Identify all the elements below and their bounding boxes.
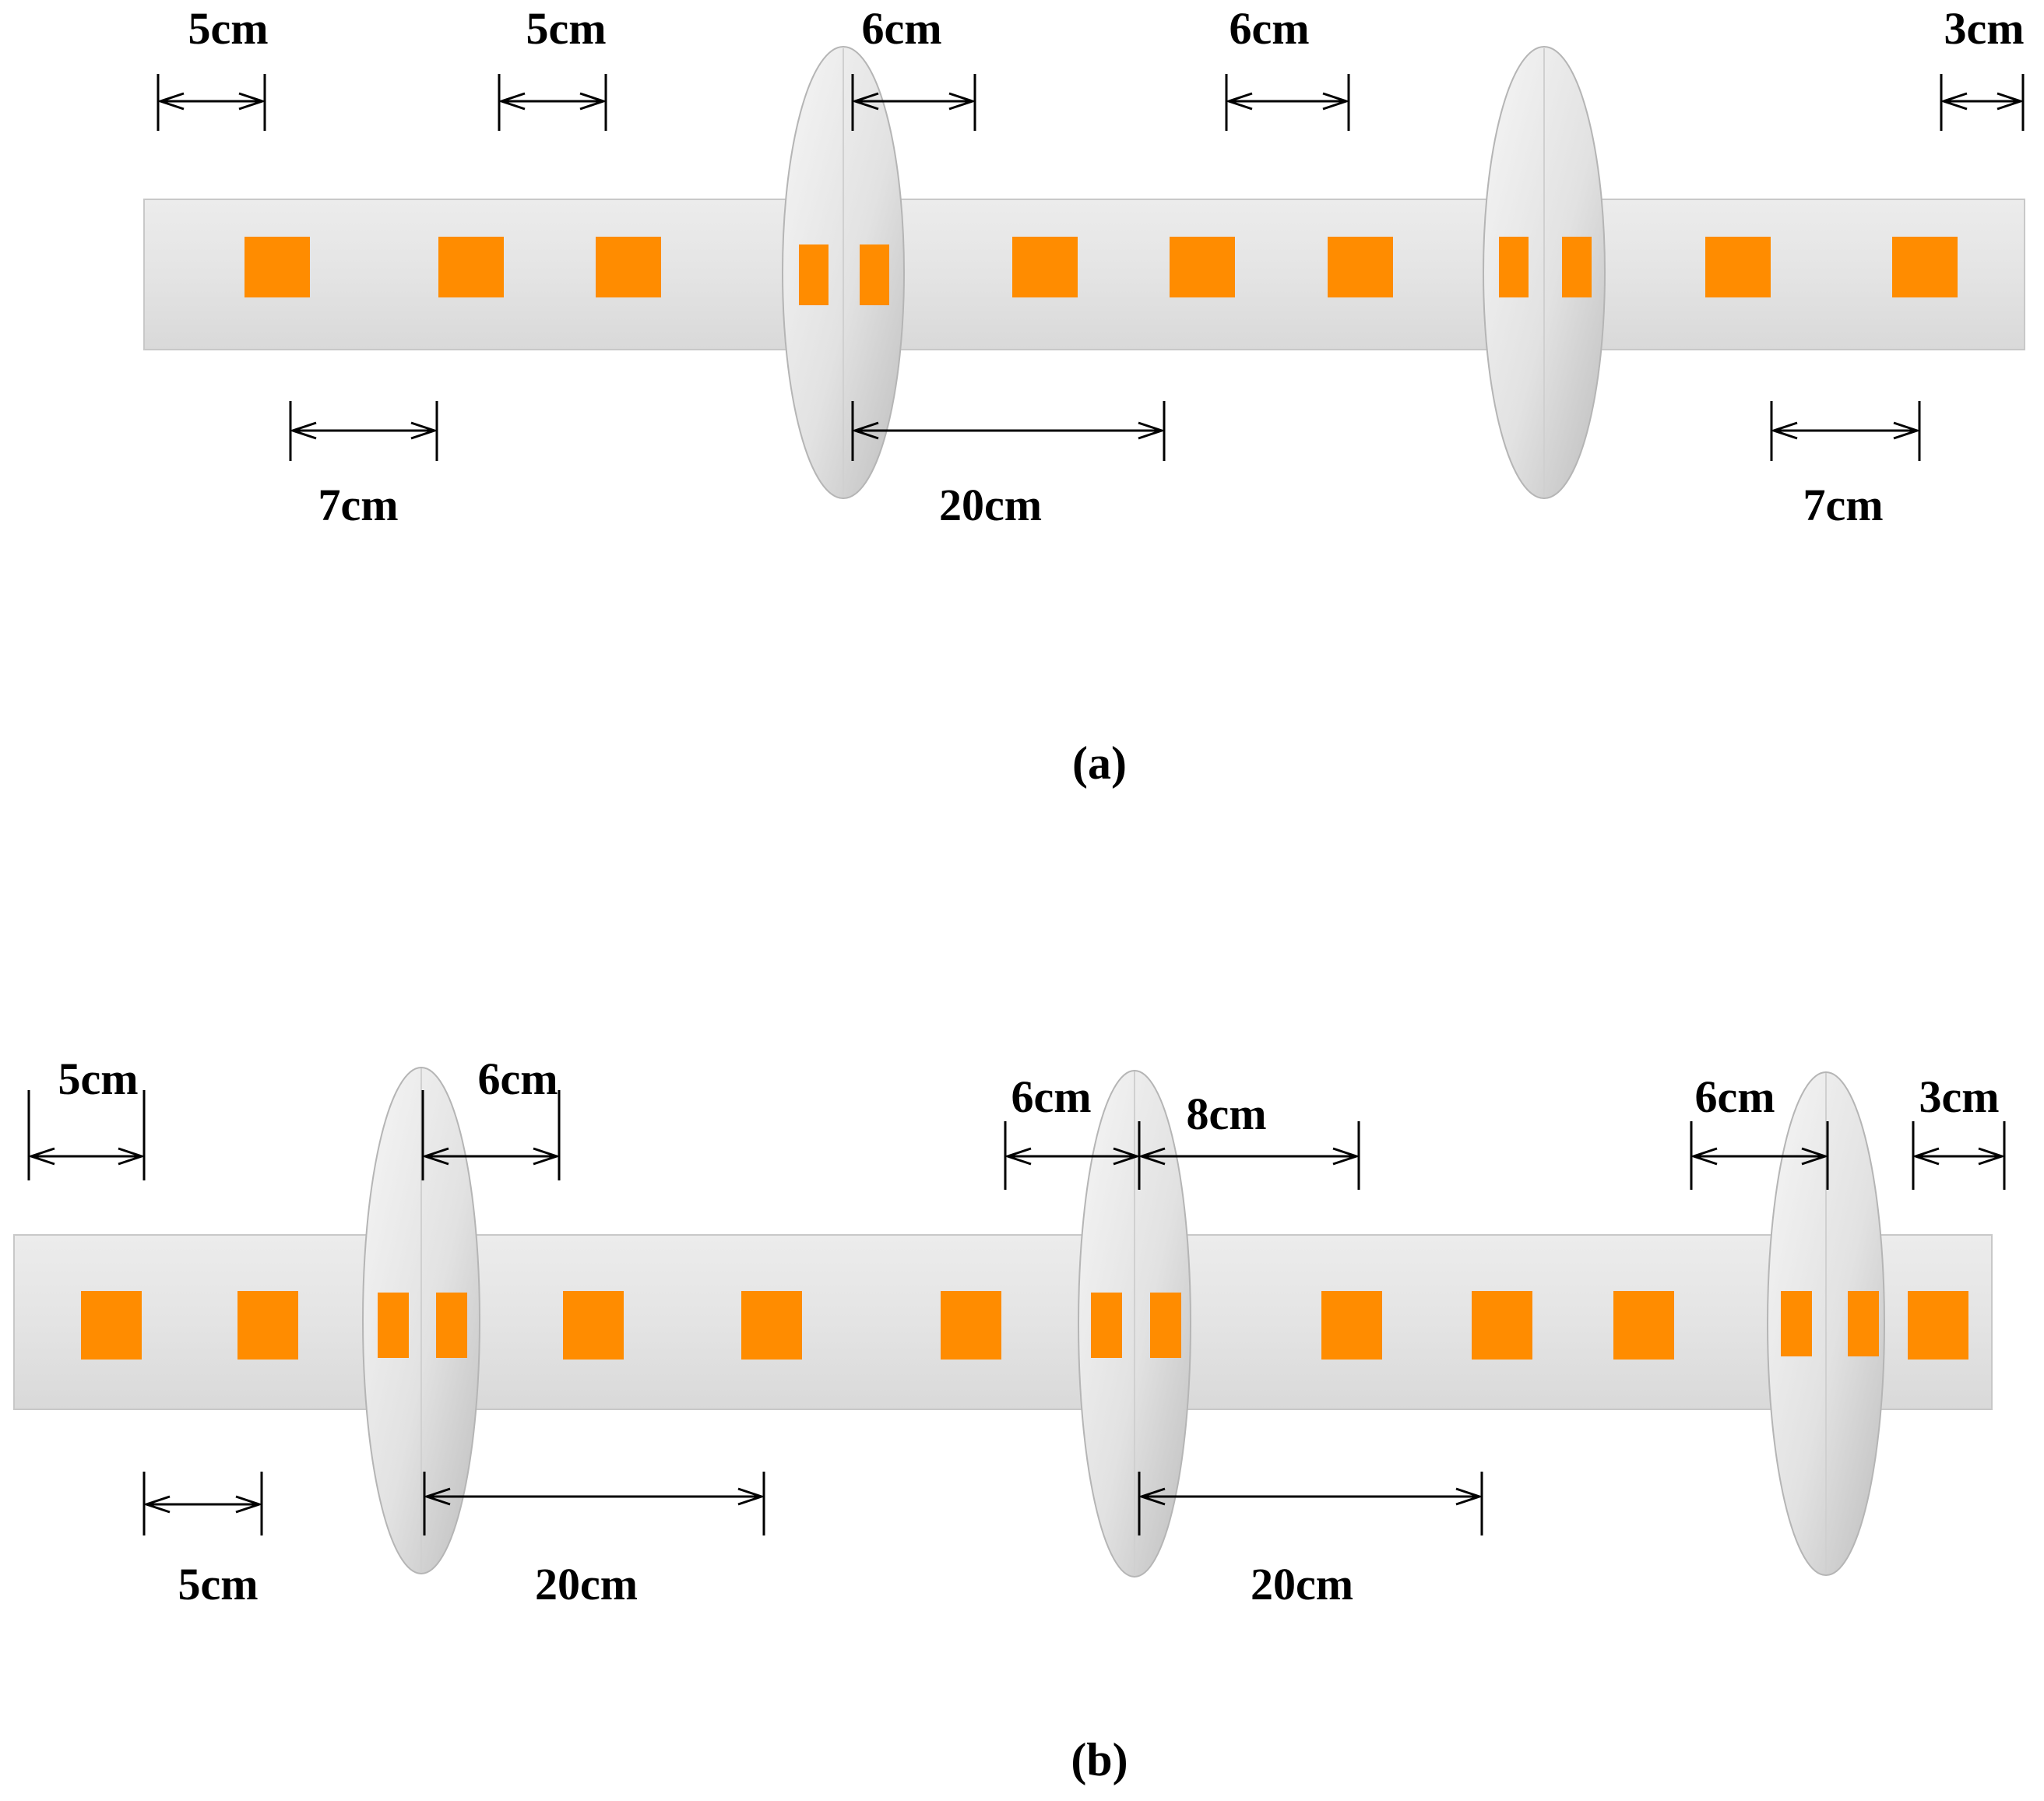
dimension-label: 6cm [861, 3, 941, 54]
sensor-square [1321, 1291, 1382, 1360]
sensor-split [1562, 237, 1592, 297]
sensor-split [1150, 1293, 1181, 1358]
sensor-square [81, 1291, 142, 1360]
panel-caption-b: (b) [1071, 1734, 1128, 1785]
dimension-arrows-bottom-a [289, 401, 1921, 461]
dimension-label: 3cm [1944, 3, 2024, 54]
lens-a-1 [782, 46, 905, 499]
dimension-label: 7cm [318, 480, 398, 530]
dimension-label: 8cm [1186, 1089, 1266, 1139]
lens-b-2 [1078, 1070, 1191, 1578]
lens-b-3 [1767, 1071, 1885, 1576]
sensor-square [1613, 1291, 1674, 1360]
sensors-a [245, 237, 1958, 297]
panel-caption-a: (a) [1072, 737, 1127, 789]
lens-a-2 [1483, 46, 1606, 499]
dimension-label: 20cm [535, 1559, 638, 1609]
dimension-label: 5cm [178, 1559, 258, 1609]
sensor-square [1170, 237, 1235, 297]
sensor-split [799, 244, 829, 305]
panel-b: 5cm 6cm 6cm 8cm 6cm 3cm 5cm 20cm 20cm (b… [13, 1054, 2006, 1785]
sensor-square [1328, 237, 1393, 297]
dimension-label: 5cm [526, 3, 606, 54]
dimension-label: 7cm [1803, 480, 1883, 530]
dimension-label: 6cm [1229, 3, 1309, 54]
dimension-label: 5cm [58, 1054, 138, 1104]
sensor-square [741, 1291, 802, 1360]
dimension-arrows-bottom-b [142, 1472, 1483, 1535]
sensor-square [1892, 237, 1958, 297]
dimension-arrows-top-a [157, 74, 2025, 131]
sensor-split [1091, 1293, 1122, 1358]
dimension-label: 6cm [1694, 1071, 1775, 1122]
sensor-split [860, 244, 889, 305]
sensor-square [1705, 237, 1771, 297]
sensor-split [378, 1293, 409, 1358]
sensor-split [1848, 1291, 1879, 1356]
dimension-label: 6cm [1011, 1071, 1091, 1122]
dimension-label: 6cm [477, 1054, 558, 1104]
pipe-b [13, 1234, 1993, 1410]
dimension-label: 5cm [188, 3, 268, 54]
sensor-square [237, 1291, 298, 1360]
dimension-arrows-top-b [27, 1090, 2006, 1190]
sensor-square [438, 237, 504, 297]
sensor-split [1781, 1291, 1812, 1356]
sensor-square [245, 237, 310, 297]
sensor-split [1499, 237, 1529, 297]
dimension-label: 20cm [1251, 1559, 1353, 1609]
dimension-label: 3cm [1919, 1071, 1999, 1122]
lens-b-1 [362, 1067, 480, 1574]
sensor-square [1472, 1291, 1532, 1360]
dimension-label: 20cm [939, 480, 1042, 530]
sensor-square [941, 1291, 1001, 1360]
sensor-square [596, 237, 661, 297]
sensor-square [563, 1291, 624, 1360]
sensor-square [1908, 1291, 1968, 1360]
sensor-split [436, 1293, 467, 1358]
sensors-b [81, 1291, 1674, 1360]
sensor-square [1012, 237, 1078, 297]
panel-a: 5cm 5cm 6cm 6cm 3cm 7cm 20cm 7cm (a) [143, 3, 2025, 789]
